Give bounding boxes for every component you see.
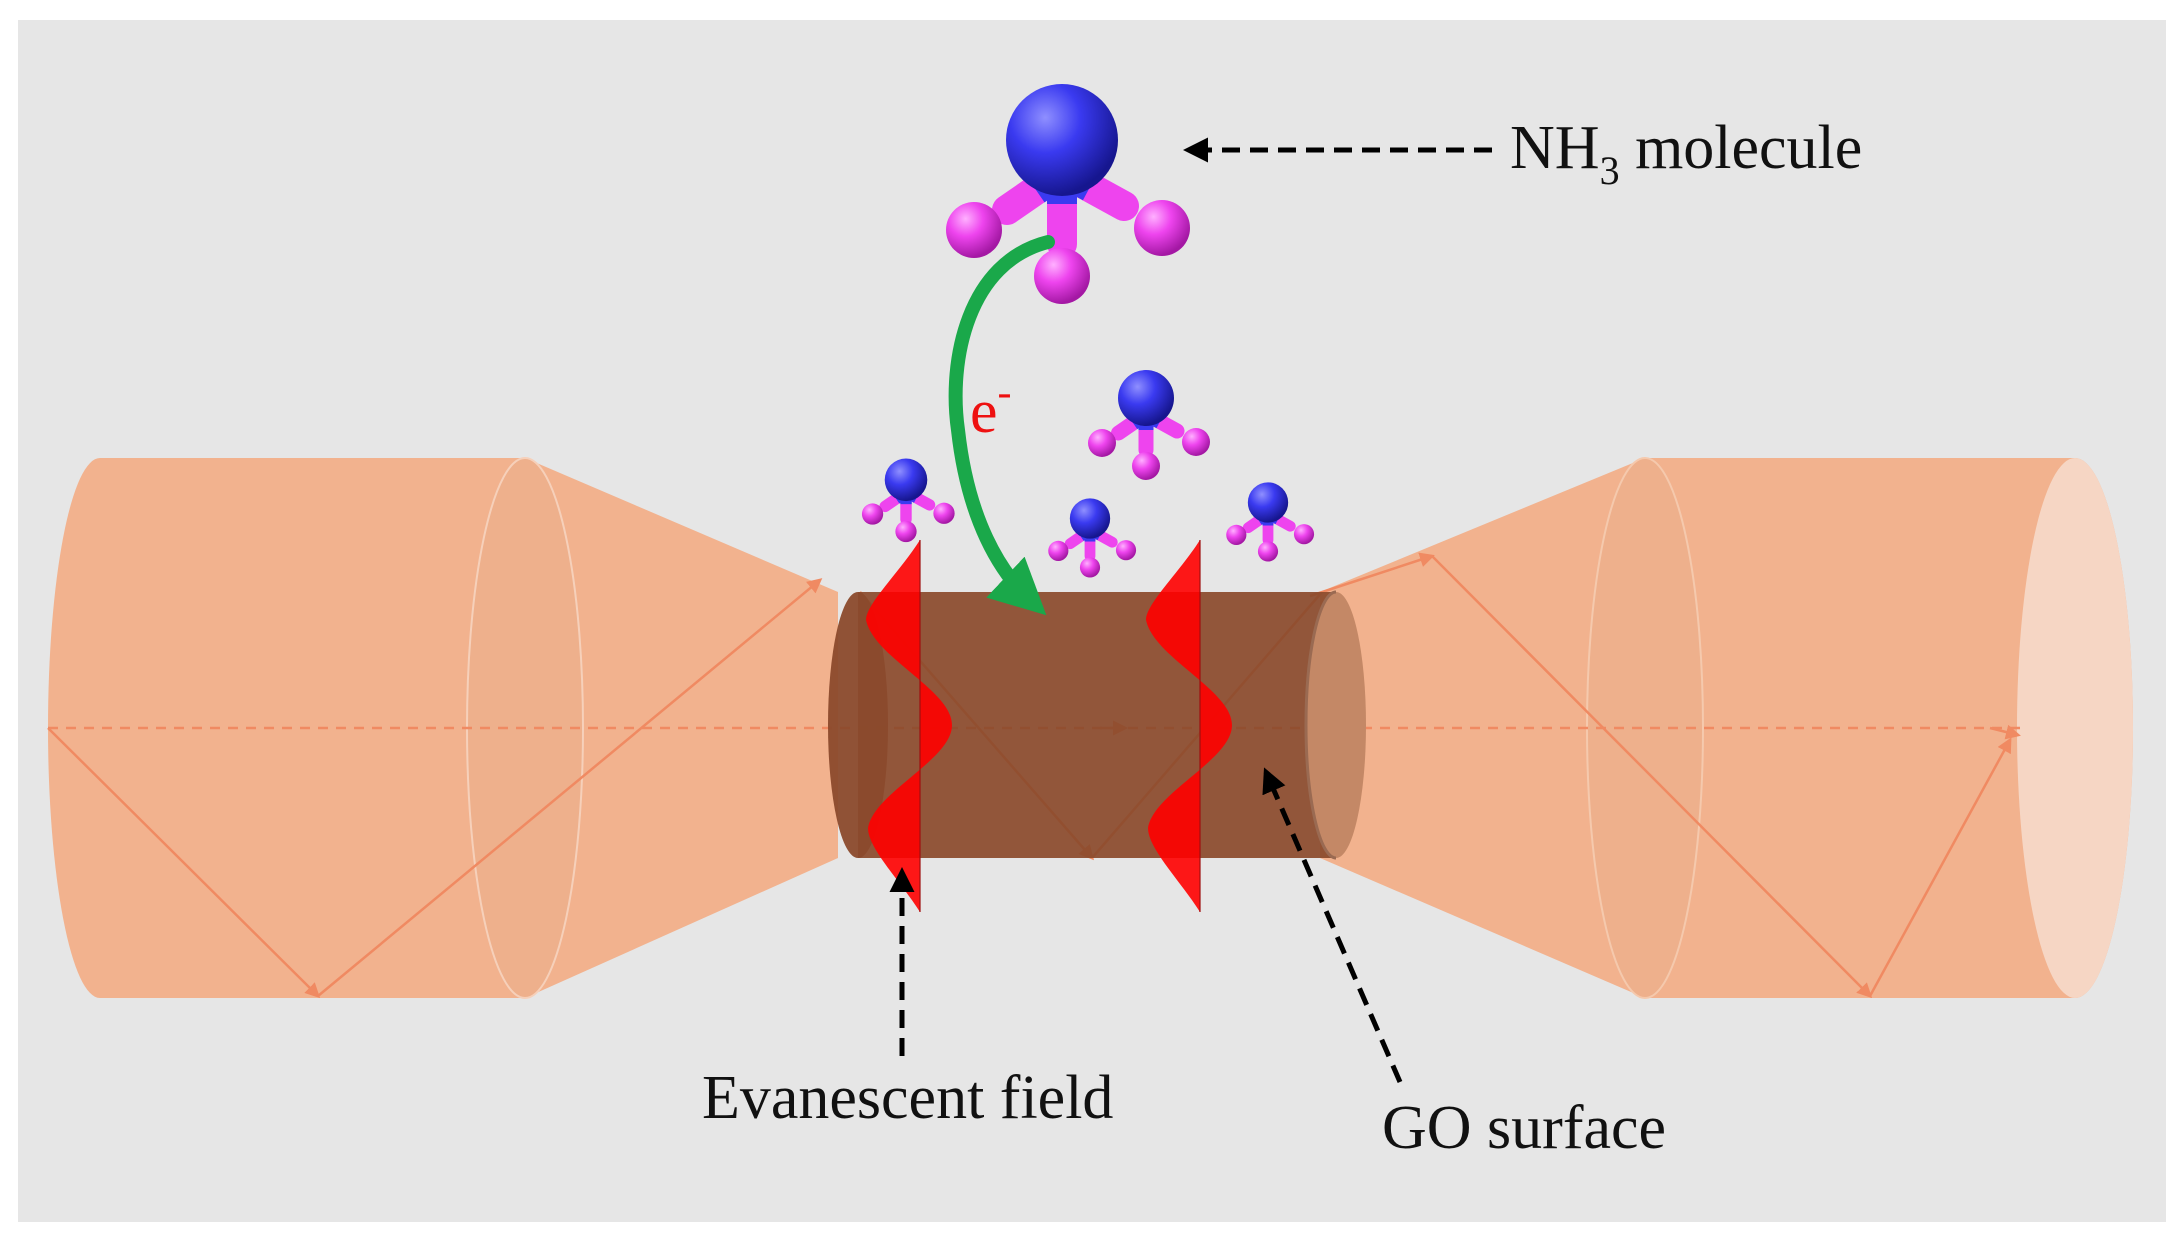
evanescent-wave-icon [866,540,952,912]
fiber-end-face [2017,458,2133,998]
go-surface-pointer-arrow [1262,767,1403,1083]
go-surface-label: GO surface [1382,1094,1666,1162]
electron-label: e- [970,370,1012,446]
evanescent-wave-icon [1146,540,1232,912]
evanescent-field-label: Evanescent field [702,1064,1113,1132]
go-coating-right-face [1306,592,1366,858]
go-coating-right-rim [1304,590,1337,860]
go-coating-left-edge [828,592,888,858]
electron-transfer-arrow-icon [948,235,1055,616]
nh3-molecule-label: NH3 molecule [1510,114,1862,193]
optical-fiber [47,457,2133,999]
fiber-left-section [48,458,838,998]
evanescent-field-waves [866,540,1232,912]
